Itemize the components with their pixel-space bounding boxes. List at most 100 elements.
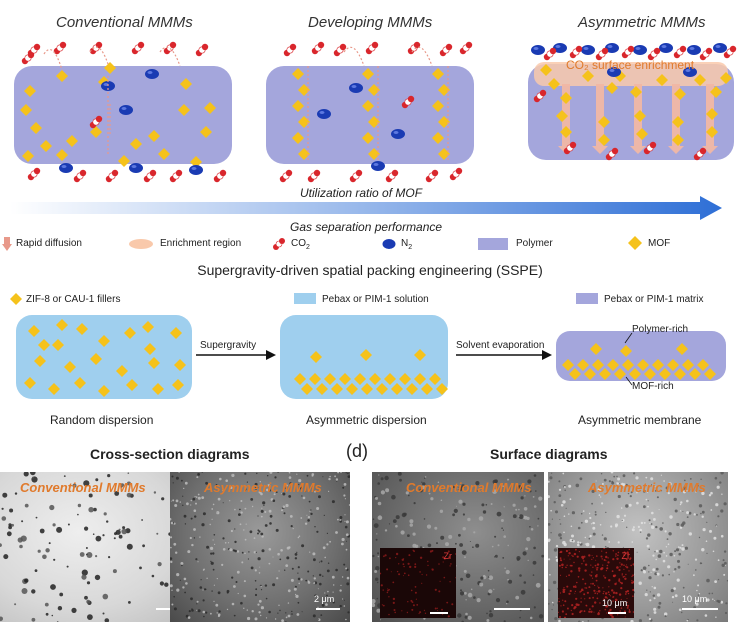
particle-dot xyxy=(423,609,425,611)
particle-dot xyxy=(436,542,438,545)
particle-dot xyxy=(285,503,289,508)
particle-dot xyxy=(595,480,597,482)
particle-dot xyxy=(570,609,572,612)
co2-atom xyxy=(445,43,453,51)
particle-dot xyxy=(551,472,553,474)
particle-dot xyxy=(655,567,659,571)
mof-particle xyxy=(548,78,560,90)
particle-dot xyxy=(427,564,429,567)
particle-dot xyxy=(611,615,614,618)
particle-dot xyxy=(345,567,348,570)
particle-dot xyxy=(79,552,85,557)
particle-dot xyxy=(506,600,509,604)
particle-dot xyxy=(687,563,689,565)
particle-dot xyxy=(245,523,247,525)
particle-dot xyxy=(465,612,468,616)
particle-dot xyxy=(170,546,172,549)
particle-dot xyxy=(559,559,562,562)
particle-dot xyxy=(243,594,247,598)
particle-dot xyxy=(388,523,391,525)
particle-dot xyxy=(261,507,263,509)
particle-dot xyxy=(345,520,349,524)
particle-dot xyxy=(555,510,558,514)
particle-dot xyxy=(618,593,622,596)
particle-dot xyxy=(455,542,457,545)
mof-particle xyxy=(362,100,374,112)
legend: Rapid diffusion Enrichment region CO2 N2… xyxy=(0,236,740,252)
particle-dot xyxy=(609,608,612,612)
particle-dot xyxy=(644,593,648,597)
particle-dot xyxy=(721,563,725,567)
particle-dot xyxy=(625,504,629,508)
particle-dot xyxy=(647,500,649,502)
particle-dot xyxy=(287,602,290,604)
particle-dot xyxy=(205,611,208,614)
particle-dot xyxy=(591,555,593,557)
particle-dot xyxy=(320,614,323,616)
particle-dot xyxy=(626,604,630,607)
particle-dot xyxy=(257,515,259,517)
particle-dot xyxy=(589,516,592,520)
particle-dot xyxy=(172,482,174,484)
particle-dot xyxy=(587,620,590,622)
particle-dot xyxy=(334,475,336,478)
particle-dot xyxy=(646,589,648,591)
particle-dot xyxy=(701,548,705,552)
particle-dot xyxy=(575,597,578,600)
particle-dot xyxy=(332,601,335,604)
particle-dot xyxy=(613,475,616,478)
particle-dot xyxy=(602,564,604,566)
particle-dot xyxy=(700,478,702,480)
mof-particle xyxy=(361,383,373,395)
inset-scale-bar-1 xyxy=(430,612,448,614)
particle-dot xyxy=(665,486,669,490)
particle-dot xyxy=(664,612,668,616)
mof-particle xyxy=(706,108,718,120)
particle-dot xyxy=(621,488,623,490)
particle-dot xyxy=(715,503,719,507)
particle-dot xyxy=(199,536,201,538)
particle-dot xyxy=(664,530,667,533)
particle-dot xyxy=(260,515,263,518)
particle-dot xyxy=(674,509,678,513)
mof-particle xyxy=(118,155,130,167)
particle-dot xyxy=(196,600,199,603)
particle-dot xyxy=(30,472,36,476)
particle-dot xyxy=(612,591,616,594)
co2-atom xyxy=(317,41,325,49)
particle-dot xyxy=(345,533,349,537)
particle-dot xyxy=(227,519,231,523)
caption-asymmetric-membrane: Asymmetric membrane xyxy=(578,413,702,427)
particle-dot xyxy=(344,599,345,601)
particle-dot xyxy=(683,490,686,494)
particle-dot xyxy=(603,598,605,601)
particle-dot xyxy=(653,597,656,600)
particle-dot xyxy=(505,569,510,575)
particle-dot xyxy=(422,482,426,486)
particle-dot xyxy=(606,564,609,567)
particle-dot xyxy=(120,483,125,487)
particle-dot xyxy=(197,473,200,476)
particle-dot xyxy=(286,556,290,560)
particle-dot xyxy=(307,570,310,573)
co2-atom xyxy=(465,41,473,49)
particle-dot xyxy=(427,560,429,563)
particle-dot xyxy=(615,591,618,595)
particle-dot xyxy=(258,611,261,614)
n2-molecule-icon xyxy=(382,239,396,249)
particle-dot xyxy=(500,519,504,522)
particle-dot xyxy=(426,524,432,529)
particle-dot xyxy=(310,512,313,516)
particle-dot xyxy=(431,568,433,570)
particle-dot xyxy=(608,579,611,582)
particle-dot xyxy=(295,593,297,596)
particle-dot xyxy=(601,558,603,560)
particle-dot xyxy=(342,486,345,489)
n2-molecule xyxy=(713,43,727,53)
particle-dot xyxy=(289,482,292,485)
particle-dot xyxy=(615,553,617,555)
particle-dot xyxy=(449,565,451,567)
particle-dot xyxy=(190,504,192,506)
particle-dot xyxy=(429,550,432,553)
step-solvent-evaporation: Solvent evaporation xyxy=(456,340,545,351)
